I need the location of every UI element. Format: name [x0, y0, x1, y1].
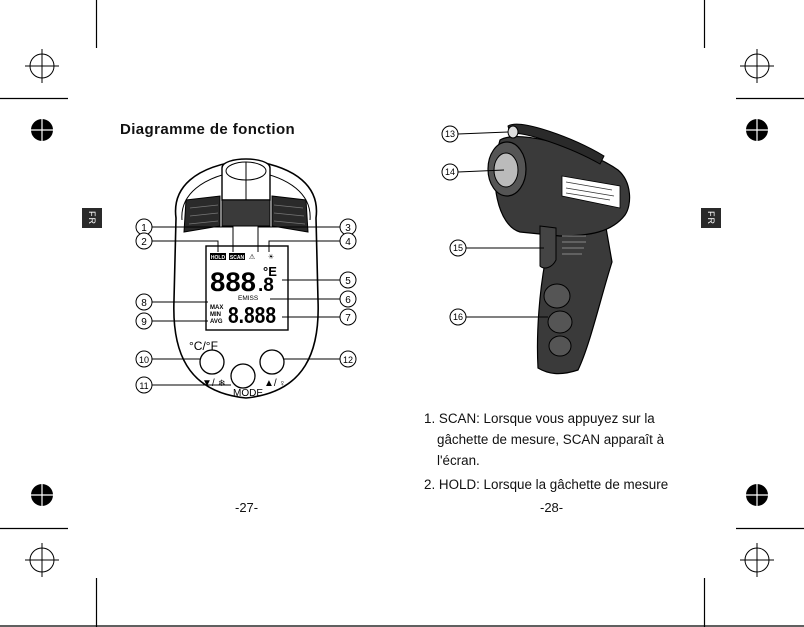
page-number-left: -27-	[235, 500, 258, 515]
side-view-diagram: 13 14 15 16	[430, 118, 640, 380]
callout-5: 5	[345, 276, 351, 287]
target-mark-right-lower	[744, 482, 770, 508]
lcd-stat-min: MIN	[210, 312, 221, 318]
mode-button	[231, 364, 255, 388]
lcd-tag-hold-text: HOLD	[211, 255, 226, 261]
language-tab-right: FR	[701, 208, 721, 228]
description-item-1-line-2: gâchette de mesure, SCAN apparaît à	[424, 429, 668, 450]
lcd-stat-avg: AVG	[210, 319, 223, 325]
callout-16: 16	[453, 312, 463, 322]
down-button-label: ▼/	[202, 378, 215, 389]
lcd-tag-scan-text: SCAN	[230, 255, 245, 261]
callout-12: 12	[343, 355, 353, 365]
page-number-right: -28-	[540, 500, 563, 515]
laser-aperture	[508, 126, 518, 138]
description-item-1-number: 1.	[424, 411, 435, 426]
callout-8: 8	[141, 298, 147, 309]
callout-3: 3	[345, 223, 351, 234]
description-item-1: 1. SCAN: Lorsque vous appuyez sur la	[424, 408, 668, 429]
lcd-emiss-label: EMISS	[238, 295, 259, 302]
registration-mark-top-right	[740, 49, 774, 83]
unit-button	[200, 350, 224, 374]
language-tab-right-label: FR	[706, 211, 716, 225]
callout-10: 10	[139, 355, 149, 365]
registration-mark-top-left	[25, 49, 59, 83]
lcd-unit: °E	[263, 264, 277, 279]
language-tab-left: FR	[82, 208, 102, 228]
bulb-icon: ♀	[279, 378, 286, 388]
description-block: 1. SCAN: Lorsque vous appuyez sur la gâc…	[424, 408, 668, 495]
lcd-digits-bottom: 8.888	[228, 302, 276, 328]
language-tab-left-label: FR	[87, 211, 97, 225]
callout-14: 14	[445, 167, 455, 177]
callout-6: 6	[345, 295, 351, 306]
callout-9: 9	[141, 317, 147, 328]
callout-2: 2	[141, 237, 147, 248]
lcd-laser-icon: ⚠	[249, 253, 255, 261]
description-item-1-line-3: l'écran.	[424, 450, 668, 471]
trigger	[540, 226, 556, 268]
description-item-1-line-1: SCAN: Lorsque vous appuyez sur la	[439, 411, 655, 426]
lcd-stat-max: MAX	[210, 305, 223, 311]
lcd-backlight-icon: ☀	[268, 253, 274, 261]
callout-4: 4	[345, 237, 351, 248]
up-button	[260, 350, 284, 374]
page-title: Diagramme de fonction	[120, 121, 295, 138]
registration-mark-bottom-right	[740, 543, 774, 577]
callout-13: 13	[445, 129, 455, 139]
target-mark-left-lower	[29, 482, 55, 508]
callout-15: 15	[453, 243, 463, 253]
up-button-label: ▲/	[264, 378, 277, 389]
mode-label: MODE	[233, 388, 263, 399]
target-mark-left-upper	[29, 117, 55, 143]
snowflake-icon: ❄	[218, 378, 226, 388]
callout-11: 11	[139, 381, 148, 391]
registration-mark-bottom-left	[25, 543, 59, 577]
side-callout-circles	[442, 126, 466, 325]
lcd-digits-top: 888	[210, 267, 256, 297]
function-diagram: HOLD SCAN ⚠ ☀ 888 .8 °E EMISS MAX MIN AV…	[120, 150, 380, 410]
callout-7: 7	[345, 313, 351, 324]
target-mark-right-upper	[744, 117, 770, 143]
callout-1: 1	[141, 223, 147, 234]
description-item-2-number: 2.	[424, 477, 435, 492]
description-item-2: 2. HOLD: Lorsque la gâchette de mesure	[424, 474, 668, 495]
description-item-2-line-1: HOLD: Lorsque la gâchette de mesure	[439, 477, 668, 492]
